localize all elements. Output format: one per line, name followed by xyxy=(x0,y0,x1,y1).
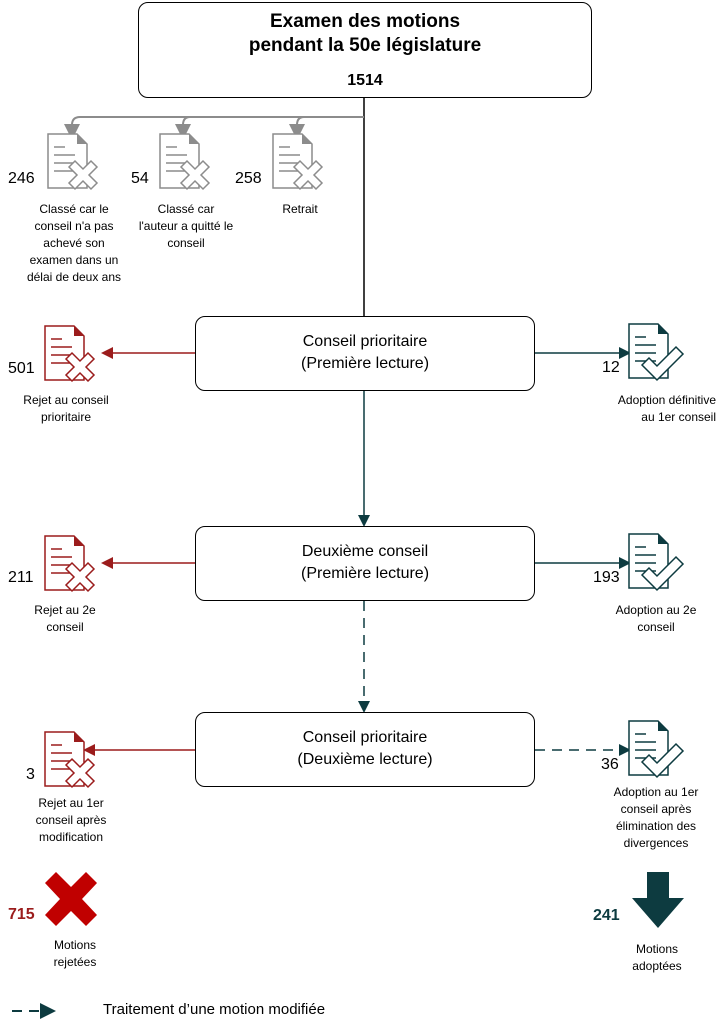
stage2-title-line1: Deuxième conseil xyxy=(301,543,429,560)
closed-count-2: 54 xyxy=(131,170,149,187)
document-rejected-icon xyxy=(44,535,96,593)
document-check-icon xyxy=(628,533,685,592)
total-rejected-count: 715 xyxy=(8,906,35,923)
document-cross-icon xyxy=(272,133,324,191)
header-total: 1514 xyxy=(347,72,383,89)
closed-branch-1 xyxy=(64,116,364,140)
stage3-title-line1: Conseil prioritaire xyxy=(302,729,428,746)
document-check-icon xyxy=(628,323,685,382)
total-adopted-label: Motions adoptées xyxy=(632,942,682,973)
stage2-adopted-count: 193 xyxy=(593,569,620,586)
legend-label: Traitement d’une motion modifiée xyxy=(103,1001,326,1018)
closed-count-1: 246 xyxy=(8,170,35,187)
stage1-adopted-count: 12 xyxy=(602,359,620,376)
rejected-cross-icon xyxy=(45,872,97,926)
stage1-adopted-label: Adoption définitive au 1er conseil xyxy=(617,393,716,424)
stage1-rejected-label: Rejet au conseil prioritaire xyxy=(23,393,109,424)
stage1-rejected-count: 501 xyxy=(8,360,35,377)
document-rejected-icon xyxy=(44,325,96,383)
closed-label-1: Classé car le conseil n'a pas achevé son… xyxy=(26,202,122,284)
document-cross-icon xyxy=(47,133,99,191)
stage-box-3: Conseil prioritaire (Deuxième lecture) xyxy=(195,712,535,787)
closed-label-3: Retrait xyxy=(282,202,318,216)
stage-box-2: Deuxième conseil (Première lecture) xyxy=(195,526,535,601)
stage3-adopted-count: 36 xyxy=(601,756,619,773)
stage2-title-line2: (Première lecture) xyxy=(300,565,430,582)
total-adopted-count: 241 xyxy=(593,907,620,924)
stage2-adopted-label: Adoption au 2e conseil xyxy=(615,603,697,634)
stage3-adopted-label: Adoption au 1er conseil après éliminatio… xyxy=(613,785,699,850)
stage-box-1: Conseil prioritaire (Première lecture) xyxy=(195,316,535,391)
document-check-icon xyxy=(628,720,685,779)
stage1-title-line1: Conseil prioritaire xyxy=(302,333,428,350)
header-box: Examen des motions pendant la 50e législ… xyxy=(138,2,592,98)
stage3-rejected-label: Rejet au 1er conseil après modification xyxy=(35,796,107,844)
closed-count-3: 258 xyxy=(235,170,262,187)
header-title-line2: pendant la 50e législature xyxy=(248,35,482,56)
stage2-rejected-label: Rejet au 2e conseil xyxy=(34,603,96,634)
stage3-rejected-count: 3 xyxy=(26,766,35,783)
total-rejected-label: Motions rejetées xyxy=(53,938,97,969)
header-title-line1: Examen des motions xyxy=(269,11,461,32)
closed-branch-3 xyxy=(289,116,305,140)
closed-label-2: Classé car l'auteur a quitté le conseil xyxy=(138,202,234,250)
adopted-arrow-icon xyxy=(632,872,684,928)
stage2-rejected-count: 211 xyxy=(8,569,34,586)
stage1-title-line2: (Première lecture) xyxy=(300,355,430,372)
document-rejected-icon xyxy=(44,731,96,789)
document-cross-icon xyxy=(159,133,211,191)
stage3-title-line2: (Deuxième lecture) xyxy=(297,751,433,768)
closed-branch-2 xyxy=(175,116,191,140)
